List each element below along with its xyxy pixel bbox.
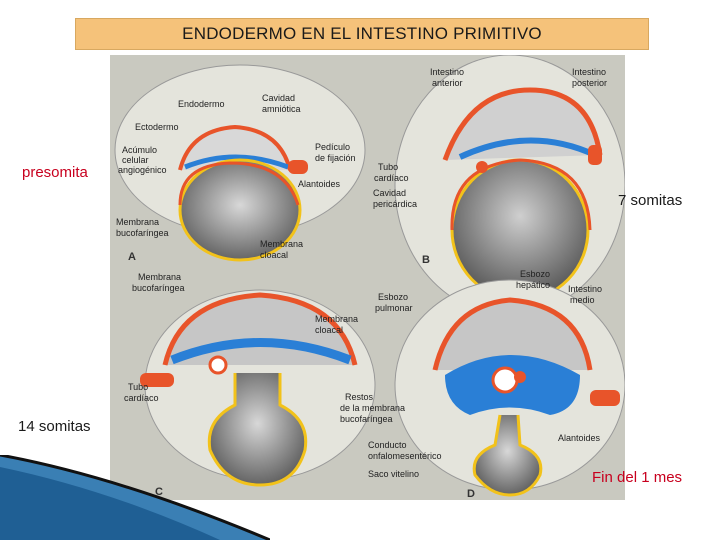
label-intestino-posterior-1: Intestino: [572, 67, 606, 77]
panel-c-letter: C: [155, 486, 163, 498]
label-tubo-cardiaco-b-1: Tubo: [378, 162, 398, 172]
label-cavidad-amniotica-1: Cavidad: [262, 93, 295, 103]
slide-title: ENDODERMO EN EL INTESTINO PRIMITIVO: [75, 18, 649, 50]
label-intestino-posterior-2: posterior: [572, 78, 607, 88]
label-restos-2: de la membrana: [340, 403, 405, 413]
panel-b-labels: Intestino anterior Intestino posterior T…: [373, 67, 607, 209]
label-conducto-1: Conducto: [368, 440, 407, 450]
label-alantoides-a: Alantoides: [298, 179, 341, 189]
label-esbozo-pulmonar-1: Esbozo: [378, 292, 408, 302]
label-membrana-cloacal-c-1: Membrana: [315, 314, 358, 324]
label-saco-vitelino: Saco vitelino: [368, 469, 419, 479]
label-membrana-cloacal-a-1: Membrana: [260, 239, 303, 249]
embryo-diagram: A B C D Endodermo Cavidad amniótica Ecto…: [114, 55, 625, 500]
label-intestino-medio-2: medio: [570, 295, 595, 305]
label-tubo-cardiaco-c-1: Tubo: [128, 382, 148, 392]
label-pediculo-1: Pedículo: [315, 142, 350, 152]
label-intestino-anterior-1: Intestino: [430, 67, 464, 77]
label-esbozo-hepatico-1: Esbozo: [520, 269, 550, 279]
label-acumulo-3: angiogénico: [118, 165, 167, 175]
label-conducto-2: onfalomesentérico: [368, 451, 442, 461]
stage-fin-1-mes: Fin del 1 mes: [592, 469, 683, 486]
label-ectodermo: Ectodermo: [135, 122, 179, 132]
label-cavidad-pericardica-1: Cavidad: [373, 188, 406, 198]
label-membrana-bucofaringea-a-2: bucofaríngea: [116, 228, 169, 238]
panel-c-labels: Membrana bucofaríngea Membrana cloacal T…: [124, 272, 358, 403]
label-restos-3: bucofaríngea: [340, 414, 393, 424]
corner-decoration: [0, 455, 270, 540]
label-alantoides-d: Alantoides: [558, 433, 601, 443]
embryo-figure: A B C D Endodermo Cavidad amniótica Ecto…: [110, 55, 625, 500]
panel-a-labels: Endodermo Cavidad amniótica Ectodermo Ac…: [116, 93, 356, 260]
panel-d-labels: Esbozo hepático Intestino medio Esbozo p…: [340, 269, 602, 479]
label-pediculo-2: de fijación: [315, 153, 356, 163]
panel-d-letter: D: [467, 488, 475, 500]
label-acumulo-2: celular: [122, 155, 149, 165]
stage-14-somitas: 14 somitas: [18, 418, 91, 435]
label-restos-1: Restos: [345, 392, 374, 402]
label-cavidad-amniotica-2: amniótica: [262, 104, 301, 114]
panel-b-letter: B: [422, 254, 430, 266]
label-membrana-cloacal-c-2: cloacal: [315, 325, 343, 335]
label-tubo-cardiaco-b-2: cardíaco: [374, 173, 409, 183]
label-esbozo-hepatico-2: hepático: [516, 280, 550, 290]
stage-7-somitas: 7 somitas: [618, 192, 683, 209]
panel-a-letter: A: [128, 251, 136, 263]
panel-d: [394, 279, 625, 497]
label-membrana-bucofaringea-c-2: bucofaríngea: [132, 283, 185, 293]
panel-b: [394, 55, 625, 316]
label-tubo-cardiaco-c-2: cardíaco: [124, 393, 159, 403]
panel-c: [140, 289, 376, 487]
label-intestino-anterior-2: anterior: [432, 78, 463, 88]
label-endodermo: Endodermo: [178, 99, 225, 109]
label-acumulo-1: Acúmulo: [122, 145, 157, 155]
panel-a: [114, 64, 366, 262]
label-membrana-cloacal-a-2: cloacal: [260, 250, 288, 260]
label-esbozo-pulmonar-2: pulmonar: [375, 303, 413, 313]
label-membrana-bucofaringea-a-1: Membrana: [116, 217, 159, 227]
label-membrana-bucofaringea-c-1: Membrana: [138, 272, 181, 282]
label-cavidad-pericardica-2: pericárdica: [373, 199, 417, 209]
label-intestino-medio-1: Intestino: [568, 284, 602, 294]
stage-presomita: presomita: [22, 164, 88, 181]
